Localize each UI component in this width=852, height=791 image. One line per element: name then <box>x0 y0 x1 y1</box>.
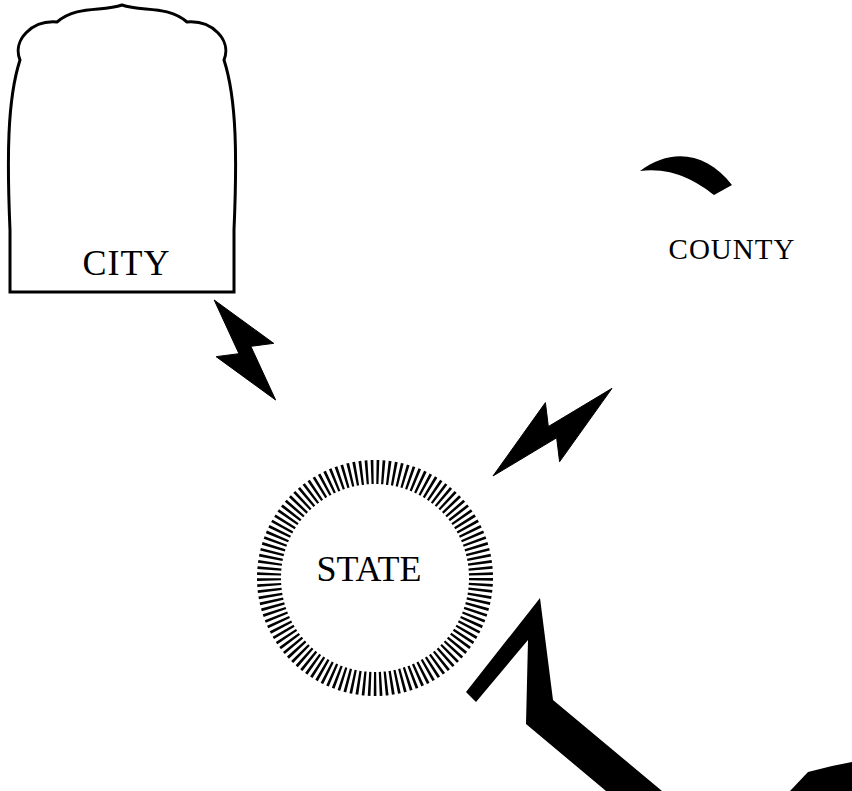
badge-label: STATE <box>298 543 440 595</box>
police-badge: CITY <box>2 0 242 300</box>
lightning-link <box>214 300 275 400</box>
lightning-link <box>493 388 612 476</box>
badge-label: COUNTY <box>657 233 807 265</box>
police-badge: STATE <box>258 400 493 725</box>
sunburst <box>269 472 481 684</box>
eagle-wing <box>640 156 732 195</box>
lightning-bolt <box>493 388 612 476</box>
badge-outline <box>8 5 235 292</box>
lightning-bolt <box>466 598 662 791</box>
police-badge: COUNTY <box>612 145 852 455</box>
badge-label: CITY <box>30 242 223 284</box>
badge-drawing <box>612 145 852 455</box>
lightning-bolt <box>214 300 275 400</box>
offpage-badge <box>790 762 852 791</box>
